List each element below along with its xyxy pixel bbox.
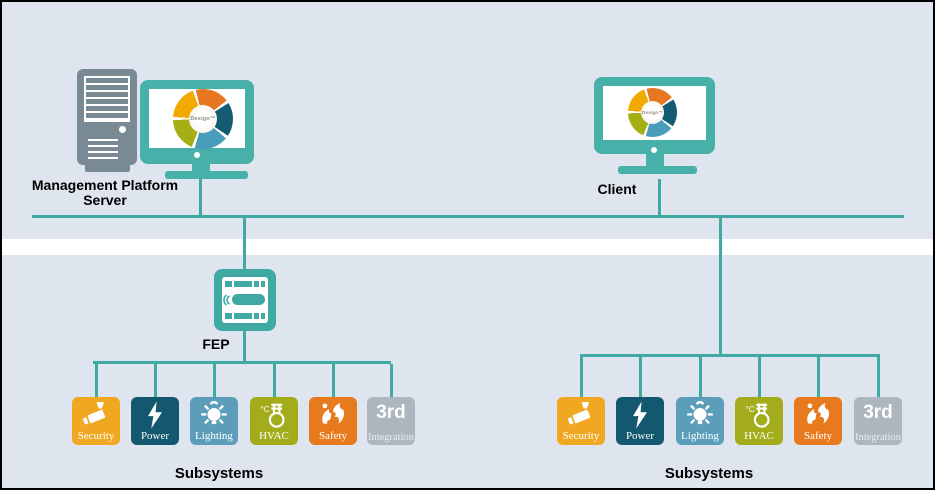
subsystem-tile-security: Security	[557, 397, 605, 445]
left-drop-line	[331, 364, 335, 397]
monitor-camera-dot	[194, 152, 200, 158]
tile-label: Security	[562, 430, 600, 442]
right-subsystems-title: Subsystems	[664, 465, 754, 482]
lighting-bulb-icon	[686, 401, 714, 429]
fep-box	[214, 269, 276, 331]
server-label-line1: Management Platform	[31, 177, 179, 193]
tile-label: Power	[625, 430, 655, 442]
desigo-label: Desigo™	[190, 116, 216, 122]
left-drop-line	[153, 364, 157, 397]
tile-label: Integration	[854, 432, 902, 443]
network-highlight-band	[2, 239, 933, 255]
monitor-stand-base	[165, 171, 248, 179]
safety-flame-icon	[319, 401, 347, 429]
left-subsystems-title: Subsystems	[174, 465, 264, 482]
server-tower-panel	[84, 76, 130, 122]
server-tower-vents	[88, 139, 118, 161]
right-drop-line	[877, 357, 880, 397]
power-bolt-icon	[626, 401, 654, 429]
fep-feed-line	[243, 218, 246, 269]
desigo-wheel-center: Desigo™	[188, 104, 218, 134]
third-party-icon: 3rd	[863, 402, 893, 423]
right-drop-line	[580, 357, 583, 397]
tile-label: Safety	[803, 430, 833, 442]
client-label: Client	[597, 181, 637, 197]
right-drop-line	[758, 357, 761, 397]
left-distribution-bar	[93, 361, 391, 364]
tile-label: Integration	[367, 432, 415, 443]
monitor-stand-neck	[646, 154, 664, 166]
subsystem-tile-3rd-integration: 3rd Integration	[367, 397, 415, 445]
monitor-stand-neck	[192, 164, 210, 173]
right-feed-line	[719, 218, 722, 357]
desigo-label: Desigo™	[642, 110, 663, 115]
tile-label: Power	[140, 430, 170, 442]
fep-device-icon	[222, 277, 268, 323]
subsystem-tile-safety: Safety	[794, 397, 842, 445]
subsystem-tile-hvac: HVAC	[735, 397, 783, 445]
client-connector-line	[658, 179, 661, 216]
desigo-wheel: Desigo™	[628, 88, 677, 137]
subsystem-tile-security: Security	[72, 397, 120, 445]
lighting-bulb-icon	[200, 401, 228, 429]
network-bus-line	[32, 215, 904, 218]
fep-down-line	[243, 331, 246, 362]
desigo-wheel-center: Desigo™	[640, 100, 665, 125]
left-drop-line	[272, 364, 276, 397]
left-drop-line	[94, 364, 98, 397]
tile-label: Lighting	[195, 430, 233, 442]
monitor-stand-base	[618, 166, 697, 174]
hvac-flask-icon	[260, 401, 288, 429]
right-drop-line	[639, 357, 642, 397]
subsystem-tile-power: Power	[131, 397, 179, 445]
third-party-icon: 3rd	[376, 402, 406, 423]
power-bolt-icon	[141, 401, 169, 429]
right-distribution-bar	[580, 354, 880, 357]
hvac-flask-icon	[745, 401, 773, 429]
left-drop-line	[212, 364, 216, 397]
right-drop-line	[699, 357, 702, 397]
security-camera-icon	[82, 401, 110, 429]
server-power-button	[119, 126, 126, 133]
subsystem-tile-3rd-integration: 3rd Integration	[854, 397, 902, 445]
server-label: Management Platform Server	[10, 178, 200, 208]
tile-label: HVAC	[744, 430, 774, 442]
security-camera-icon	[567, 401, 595, 429]
tile-label: HVAC	[259, 430, 289, 442]
subsystem-tile-power: Power	[616, 397, 664, 445]
left-drop-line	[389, 364, 393, 397]
server-tower-foot	[85, 162, 130, 172]
subsystem-tile-lighting: Lighting	[190, 397, 238, 445]
desigo-wheel: Desigo™	[173, 89, 233, 149]
subsystem-tile-lighting: Lighting	[676, 397, 724, 445]
subsystem-tile-safety: Safety	[309, 397, 357, 445]
tile-label: Security	[77, 430, 115, 442]
server-connector-line	[199, 179, 202, 216]
server-label-line2: Server	[83, 192, 127, 208]
fep-label: FEP	[202, 336, 230, 352]
safety-flame-icon	[804, 401, 832, 429]
tile-label: Lighting	[681, 430, 719, 442]
tile-label: Safety	[318, 430, 348, 442]
right-drop-line	[817, 357, 820, 397]
monitor-camera-dot	[651, 147, 657, 153]
subsystem-tile-hvac: HVAC	[250, 397, 298, 445]
